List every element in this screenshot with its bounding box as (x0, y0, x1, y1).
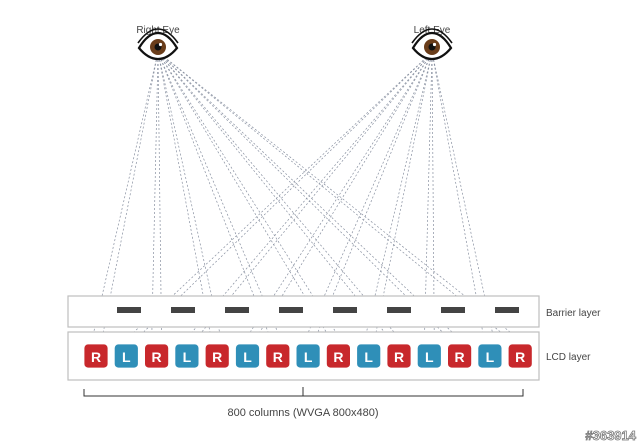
svg-text:R: R (455, 349, 465, 365)
sight-ray (131, 51, 433, 345)
sight-ray (252, 51, 433, 345)
right-eye-label: Right Eye (136, 25, 180, 36)
svg-text:R: R (394, 349, 404, 365)
lcd-pixel-L: L (416, 343, 442, 369)
sight-ray (181, 51, 433, 345)
sight-ray (157, 51, 284, 345)
svg-text:L: L (425, 349, 434, 365)
svg-text:R: R (333, 349, 343, 365)
barrier-layer-label: Barrier layer (546, 308, 601, 319)
sight-ray (157, 51, 395, 345)
svg-text:L: L (243, 349, 252, 365)
sight-ray (157, 51, 162, 345)
barrier-slat (495, 307, 519, 313)
sight-ray (157, 51, 223, 345)
barrier-slat (279, 307, 303, 313)
barrier-slat (225, 307, 249, 313)
sight-ray (312, 51, 433, 345)
svg-text:L: L (364, 349, 373, 365)
svg-text:L: L (304, 349, 313, 365)
sight-ray (157, 51, 455, 345)
sight-ray (157, 51, 334, 345)
sight-ray (90, 51, 159, 345)
lcd-pixel-R: R (265, 343, 291, 369)
barrier-slat (117, 307, 141, 313)
sight-ray (157, 51, 516, 345)
sight-ray (157, 51, 344, 345)
barrier-slat (441, 307, 465, 313)
columns-bracket (83, 387, 524, 397)
barrier-slat (333, 307, 357, 313)
sight-ray (363, 51, 433, 345)
sight-ray (157, 51, 465, 345)
lcd-pixel-L: L (174, 343, 200, 369)
svg-text:L: L (486, 349, 495, 365)
svg-text:R: R (91, 349, 101, 365)
right-eye-icon (137, 28, 179, 61)
lcd-pixel-L: L (113, 343, 139, 369)
barrier-slats (117, 307, 519, 313)
sight-ray (302, 51, 433, 345)
lcd-pixel-R: R (144, 343, 170, 369)
sight-ray (423, 51, 433, 345)
svg-text:L: L (183, 349, 192, 365)
lcd-pixel-L: L (477, 343, 503, 369)
svg-text:R: R (515, 349, 525, 365)
watermark: #363914 (585, 428, 636, 443)
sight-ray (151, 51, 159, 345)
sight-ray (121, 51, 433, 345)
sight-ray (191, 51, 433, 345)
lcd-pixel-R: R (325, 343, 351, 369)
lcd-pixel-R: R (447, 343, 473, 369)
lcd-pixel-L: L (295, 343, 321, 369)
barrier-slat (171, 307, 195, 313)
barrier-slat (387, 307, 411, 313)
sight-ray (431, 51, 496, 345)
lcd-pixel-R: R (204, 343, 230, 369)
svg-text:R: R (212, 349, 222, 365)
lcd-pixel-R: R (386, 343, 412, 369)
left-eye-icon (411, 28, 453, 61)
sight-ray (431, 51, 486, 345)
svg-text:L: L (122, 349, 131, 365)
lcd-pixel-R: R (83, 343, 109, 369)
sight-ray (157, 51, 213, 345)
left-eye-label: Left Eye (414, 25, 451, 36)
sight-ray (373, 51, 433, 345)
lcd-pixel-L: L (235, 343, 260, 369)
sight-ray (100, 51, 159, 345)
sight-ray (431, 51, 435, 345)
svg-text:R: R (273, 349, 283, 365)
lcd-pixel-L: L (356, 343, 382, 369)
columns-caption: 800 columns (WVGA 800x480) (227, 407, 378, 419)
svg-text:R: R (152, 349, 162, 365)
lcd-pixel-R: R (507, 343, 533, 369)
sight-rays (90, 51, 526, 345)
lcd-layer-label: LCD layer (546, 352, 591, 363)
sight-ray (157, 51, 274, 345)
